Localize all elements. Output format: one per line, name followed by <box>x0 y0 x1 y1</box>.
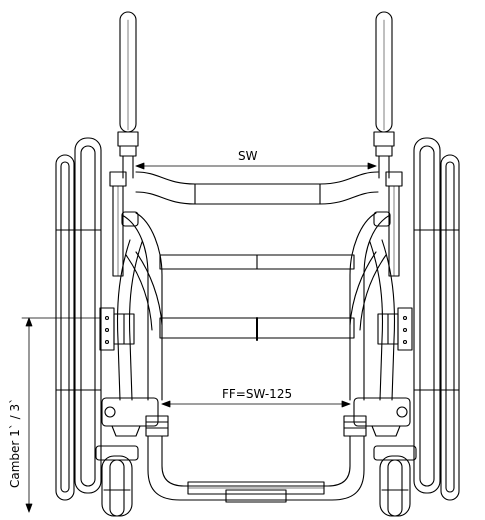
seat-width-dimension <box>135 162 377 170</box>
left-push-handle <box>117 11 139 179</box>
right-caster-wheel <box>373 445 417 517</box>
upper-backrest-tube <box>135 171 379 205</box>
left-push-rim <box>55 154 75 501</box>
right-side-frame <box>349 211 396 401</box>
right-caster-housing <box>343 397 411 437</box>
middle-cross-tube <box>159 254 355 270</box>
right-push-handle <box>373 11 395 179</box>
seat-width-label: SW <box>238 149 258 163</box>
left-caster-housing <box>101 397 169 437</box>
left-side-frame <box>116 211 163 401</box>
right-rear-wheel <box>413 137 441 494</box>
left-rear-wheel <box>74 137 102 494</box>
front-frame-dimension <box>161 400 351 408</box>
right-push-rim <box>440 154 460 501</box>
left-caster-wheel <box>95 445 139 517</box>
left-backrest-bracket <box>109 171 127 277</box>
lower-cross-tube <box>159 317 355 341</box>
camber-dimension <box>21 317 101 513</box>
front-frame-width-label: FF=SW-125 <box>222 387 293 401</box>
footrest-frame <box>147 435 365 501</box>
footplate <box>187 481 325 503</box>
left-axle-plate <box>99 307 135 351</box>
right-backrest-bracket <box>385 171 403 277</box>
camber-label: Camber 1` / 3` <box>8 397 22 488</box>
right-axle-plate <box>377 307 413 351</box>
